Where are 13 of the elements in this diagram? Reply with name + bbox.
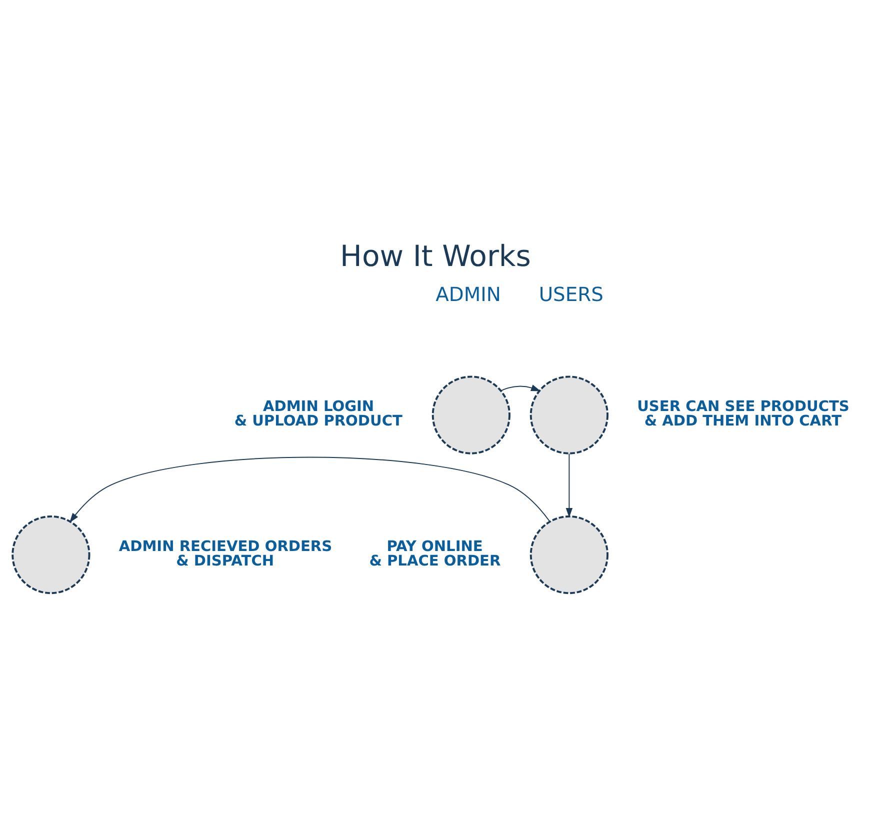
node-circle xyxy=(432,375,510,454)
node-label: USER CAN SEE PRODUCTS & ADD THEM INTO CART xyxy=(637,398,850,430)
arrow xyxy=(566,452,573,518)
label: ADMIN xyxy=(436,282,501,306)
arrow xyxy=(500,384,541,391)
diagram-title: How It Works xyxy=(340,238,531,273)
arrow xyxy=(69,456,550,522)
label: USERS xyxy=(538,282,604,306)
node-circle xyxy=(530,514,608,594)
node-label: ADMIN RECIEVED ORDERS & DISPATCH xyxy=(118,537,332,569)
node-label: PAY ONLINE & PLACE ORDER xyxy=(369,537,501,569)
node-circle xyxy=(12,514,90,594)
node-label: ADMIN LOGIN & UPLOAD PRODUCT xyxy=(234,398,402,430)
